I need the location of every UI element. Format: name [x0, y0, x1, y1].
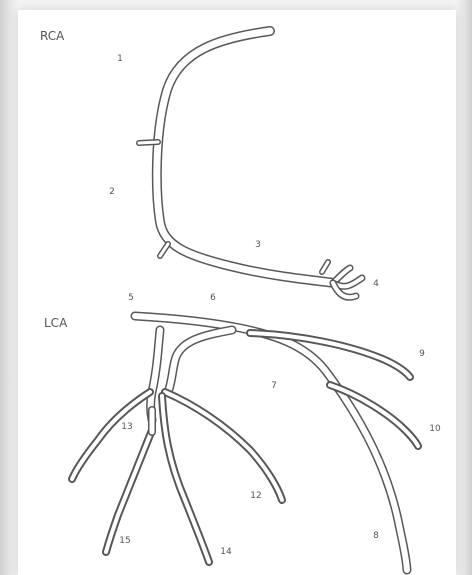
segment-number-8: 8	[373, 531, 379, 541]
segment-number-15: 15	[119, 536, 130, 546]
segment-number-5: 5	[128, 293, 134, 303]
segment-number-10: 10	[429, 424, 440, 434]
segment-number-4: 4	[373, 279, 379, 289]
segment-number-2: 2	[109, 187, 115, 197]
lca-branch-15-lumen	[106, 430, 152, 552]
rca-main-trunk	[157, 31, 335, 283]
rca-label: RCA	[40, 29, 64, 43]
segment-number-14: 14	[220, 547, 231, 557]
rca-side-branch-upper-lumen	[139, 142, 158, 143]
lca-diagonal-10	[330, 385, 418, 446]
segment-number-7: 7	[271, 381, 277, 391]
lca-branch-14	[162, 396, 209, 562]
lca-vessel-tree	[72, 316, 418, 570]
segment-number-6: 6	[210, 293, 216, 303]
segment-number-1: 1	[117, 54, 123, 64]
lca-label: LCA	[44, 316, 67, 330]
segment-number-13: 13	[121, 422, 132, 432]
lca-intermediate-branch-7-lumen	[168, 330, 232, 392]
segment-number-12: 12	[250, 491, 261, 501]
segment-number-9: 9	[419, 349, 425, 359]
rca-vessel-tree	[139, 31, 362, 297]
segment-number-3: 3	[255, 240, 261, 250]
